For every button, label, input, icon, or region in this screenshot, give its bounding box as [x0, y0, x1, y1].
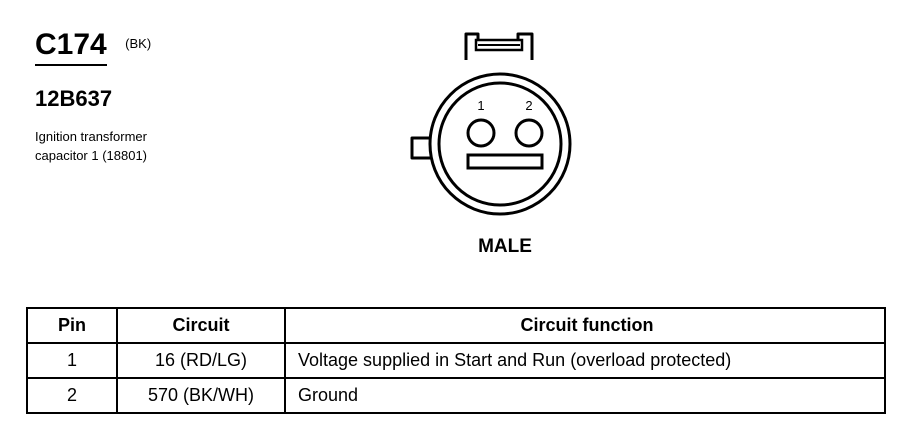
pin-cavity-1	[466, 118, 496, 148]
pin-table: Pin Circuit Circuit function 1 16 (RD/LG…	[26, 307, 886, 414]
table-row: 1 16 (RD/LG) Voltage supplied in Start a…	[26, 342, 886, 379]
pin-cavity-2	[514, 118, 544, 148]
pin-label-2: 2	[525, 98, 532, 113]
connector-inner-face	[437, 81, 563, 207]
pin-label-1: 1	[477, 98, 484, 113]
table-row: 2 570 (BK/WH) Ground	[26, 377, 886, 414]
table-header-row: Pin Circuit Circuit function	[26, 307, 886, 344]
description-line-1: Ignition transformer	[35, 129, 147, 144]
header-pin: Pin	[26, 307, 118, 344]
connector-header: C174 (BK)	[35, 28, 151, 66]
part-number: 12B637	[35, 86, 113, 111]
cell-circuit-function: Voltage supplied in Start and Run (overl…	[284, 342, 886, 379]
key-slot	[466, 153, 544, 170]
connector-id: C174	[35, 28, 107, 66]
cell-circuit: 16 (RD/LG)	[116, 342, 286, 379]
connector-color-code: (BK)	[125, 36, 152, 51]
cell-circuit-function: Ground	[284, 377, 886, 414]
connector-face-diagram: 1 2	[410, 32, 572, 216]
cell-pin: 2	[26, 377, 118, 414]
connector-outer-shell	[428, 72, 572, 216]
cell-pin: 1	[26, 342, 118, 379]
connector-description: Ignition transformer capacitor 1 (18801)	[35, 127, 235, 165]
description-line-2: capacitor 1 (18801)	[35, 148, 148, 163]
locking-tab	[464, 32, 534, 60]
cell-circuit: 570 (BK/WH)	[116, 377, 286, 414]
connector-gender-label: MALE	[478, 236, 532, 257]
header-circuit: Circuit	[116, 307, 286, 344]
header-circuit-function: Circuit function	[284, 307, 886, 344]
